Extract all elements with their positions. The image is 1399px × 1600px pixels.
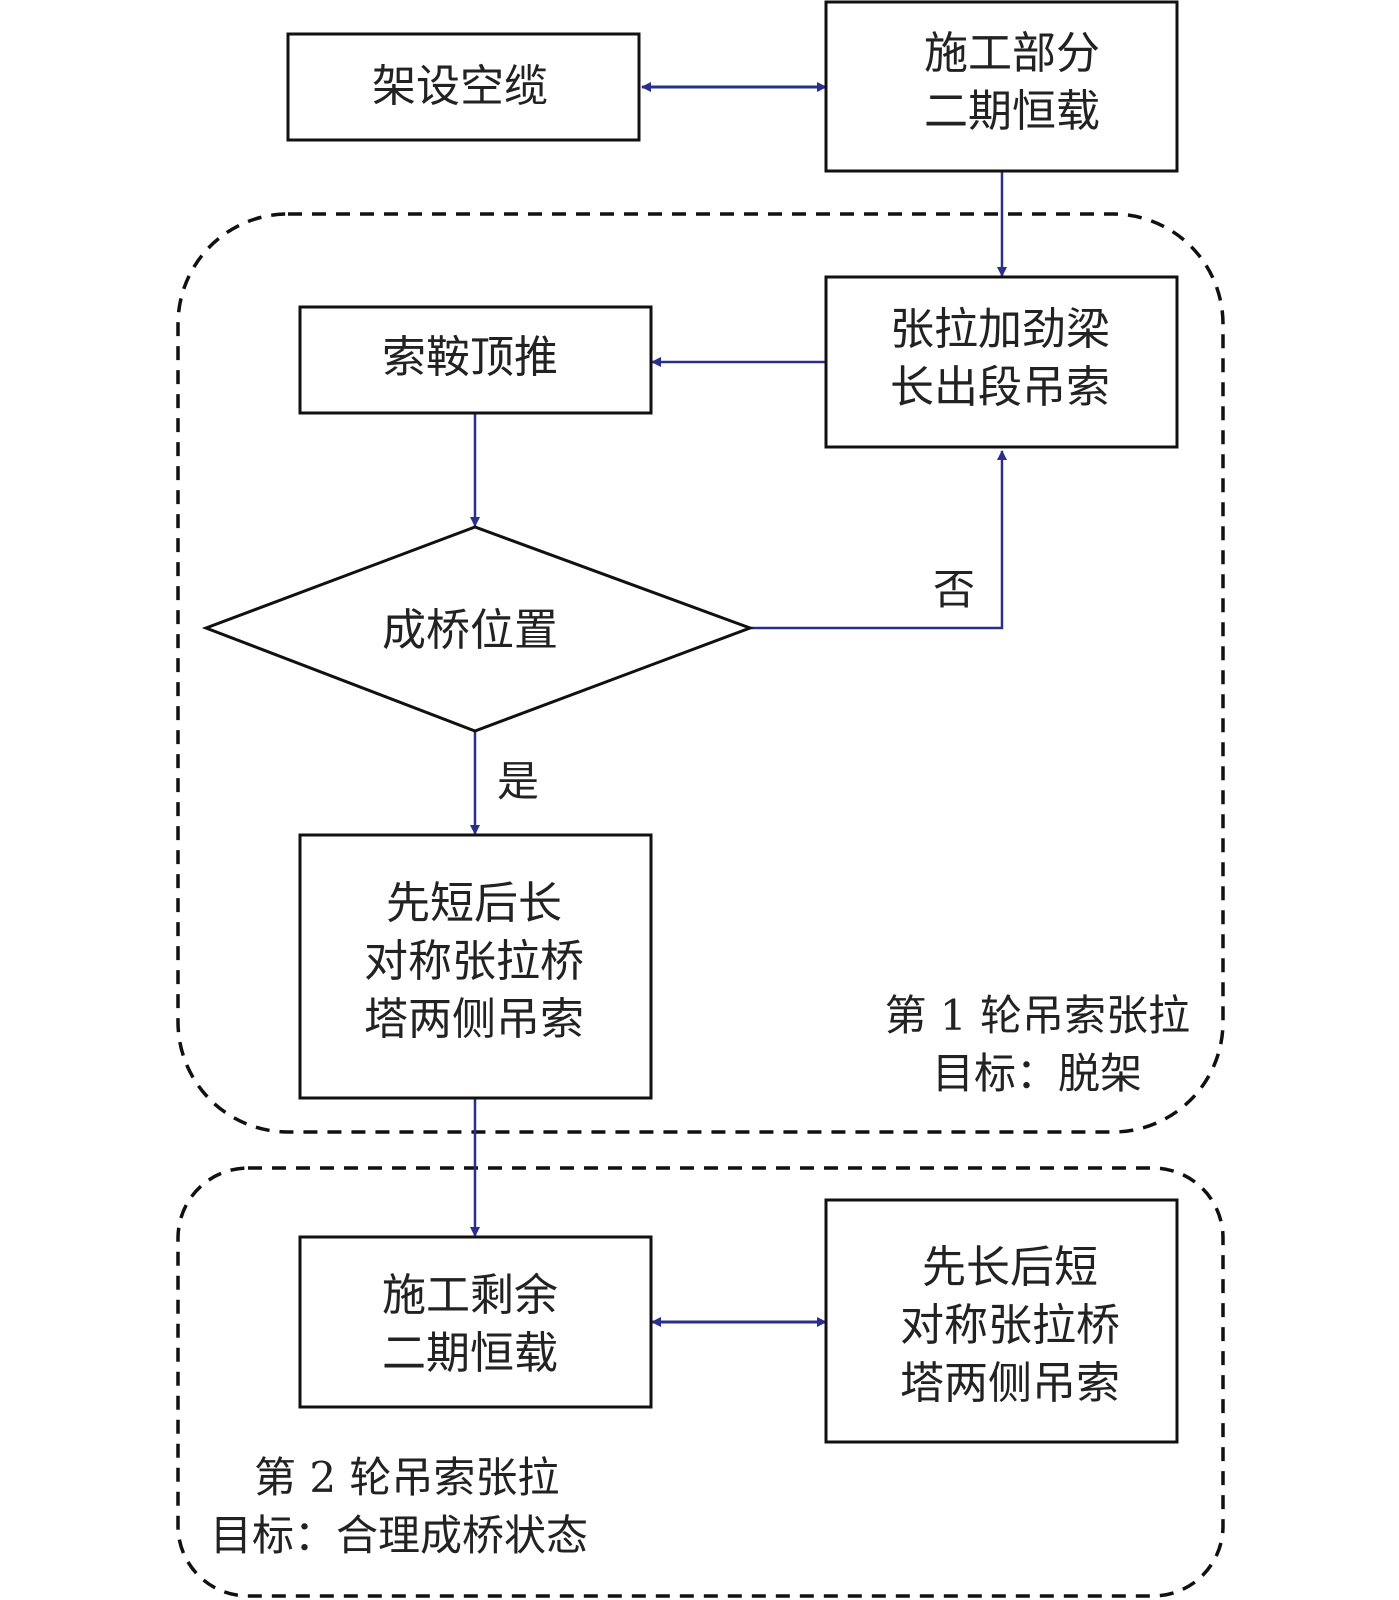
node-decision-label: 成桥位置 xyxy=(382,605,558,656)
group-round2-boundary xyxy=(176,1166,1225,1598)
node-partial-dead-load-box xyxy=(824,0,1179,173)
node-erect-cable-box xyxy=(286,32,641,142)
node-short-then-long-line1: 先短后长 xyxy=(386,878,562,929)
node-partial-dead-load-line2: 二期恒载 xyxy=(924,86,1100,137)
node-decision-box xyxy=(201,525,755,733)
node-remaining-line1: 施工剩余 xyxy=(382,1270,558,1321)
edge-label-no: 否 xyxy=(933,565,975,614)
node-remaining-dead-load-box xyxy=(298,1235,653,1409)
group-round1-title: 第 1 轮吊索张拉 xyxy=(885,991,1190,1040)
edge-label-yes: 是 xyxy=(497,757,539,806)
node-long-then-short-line2: 对称张拉桥 xyxy=(900,1300,1120,1351)
node-tension-line1: 张拉加劲梁 xyxy=(890,304,1110,355)
node-tension-line2: 长出段吊索 xyxy=(890,362,1110,413)
group-round1-boundary xyxy=(176,212,1225,1134)
node-saddle-push-box xyxy=(298,305,653,415)
node-partial-dead-load-line1: 施工部分 xyxy=(924,28,1100,79)
group-round1-goal: 目标：脱架 xyxy=(932,1049,1142,1098)
edge-decision-no xyxy=(750,450,1007,630)
node-saddle-push-label: 索鞍顶推 xyxy=(382,332,558,383)
node-long-then-short-box xyxy=(824,1198,1179,1444)
node-short-then-long-line2: 对称张拉桥 xyxy=(364,936,584,987)
group-round2-title: 第 2 轮吊索张拉 xyxy=(254,1453,559,1502)
node-remaining-line2: 二期恒载 xyxy=(382,1328,558,1379)
node-erect-cable-label: 架设空缆 xyxy=(372,61,548,112)
node-tension-long-hangers-box xyxy=(824,275,1179,449)
node-long-then-short-line3: 塔两侧吊索 xyxy=(900,1358,1120,1409)
node-short-then-long-box xyxy=(298,833,653,1100)
group-round2-goal: 目标：合理成桥状态 xyxy=(210,1511,588,1560)
node-long-then-short-line1: 先长后短 xyxy=(922,1242,1098,1293)
node-short-then-long-line3: 塔两侧吊索 xyxy=(364,994,584,1045)
